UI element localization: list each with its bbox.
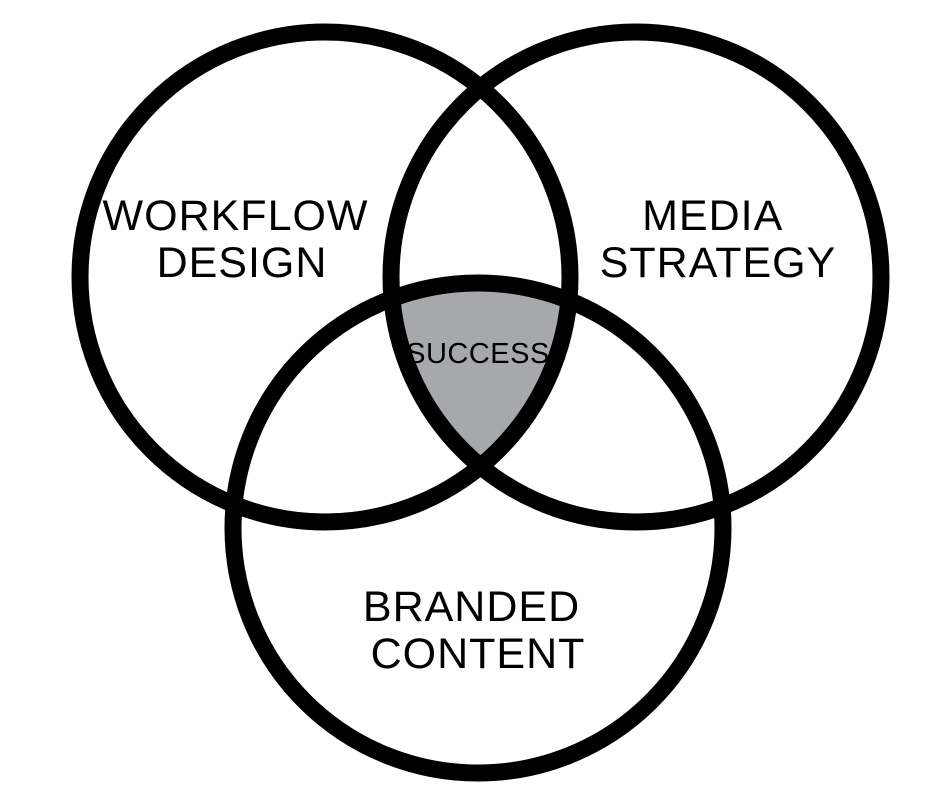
media-strategy-line-1: MEDIA bbox=[642, 192, 783, 240]
success-label: SUCCESS bbox=[406, 338, 550, 370]
branded-content-line-2: CONTENT bbox=[371, 630, 586, 678]
branded-content-circle bbox=[224, 274, 732, 782]
media-strategy-line-2: STRATEGY bbox=[600, 239, 837, 287]
media-strategy-circle bbox=[382, 23, 890, 531]
branded-content-line-1: BRANDED bbox=[363, 583, 580, 631]
media-strategy-label: MEDIA STRATEGY bbox=[600, 192, 837, 287]
workflow-design-line-2: DESIGN bbox=[157, 239, 328, 287]
workflow-design-line-1: WORKFLOW bbox=[103, 192, 369, 240]
workflow-design-circle bbox=[71, 23, 579, 531]
workflow-design-label: WORKFLOW DESIGN bbox=[103, 192, 382, 287]
success-intersection-region bbox=[391, 283, 570, 522]
branded-content-label: BRANDED CONTENT bbox=[363, 583, 593, 678]
